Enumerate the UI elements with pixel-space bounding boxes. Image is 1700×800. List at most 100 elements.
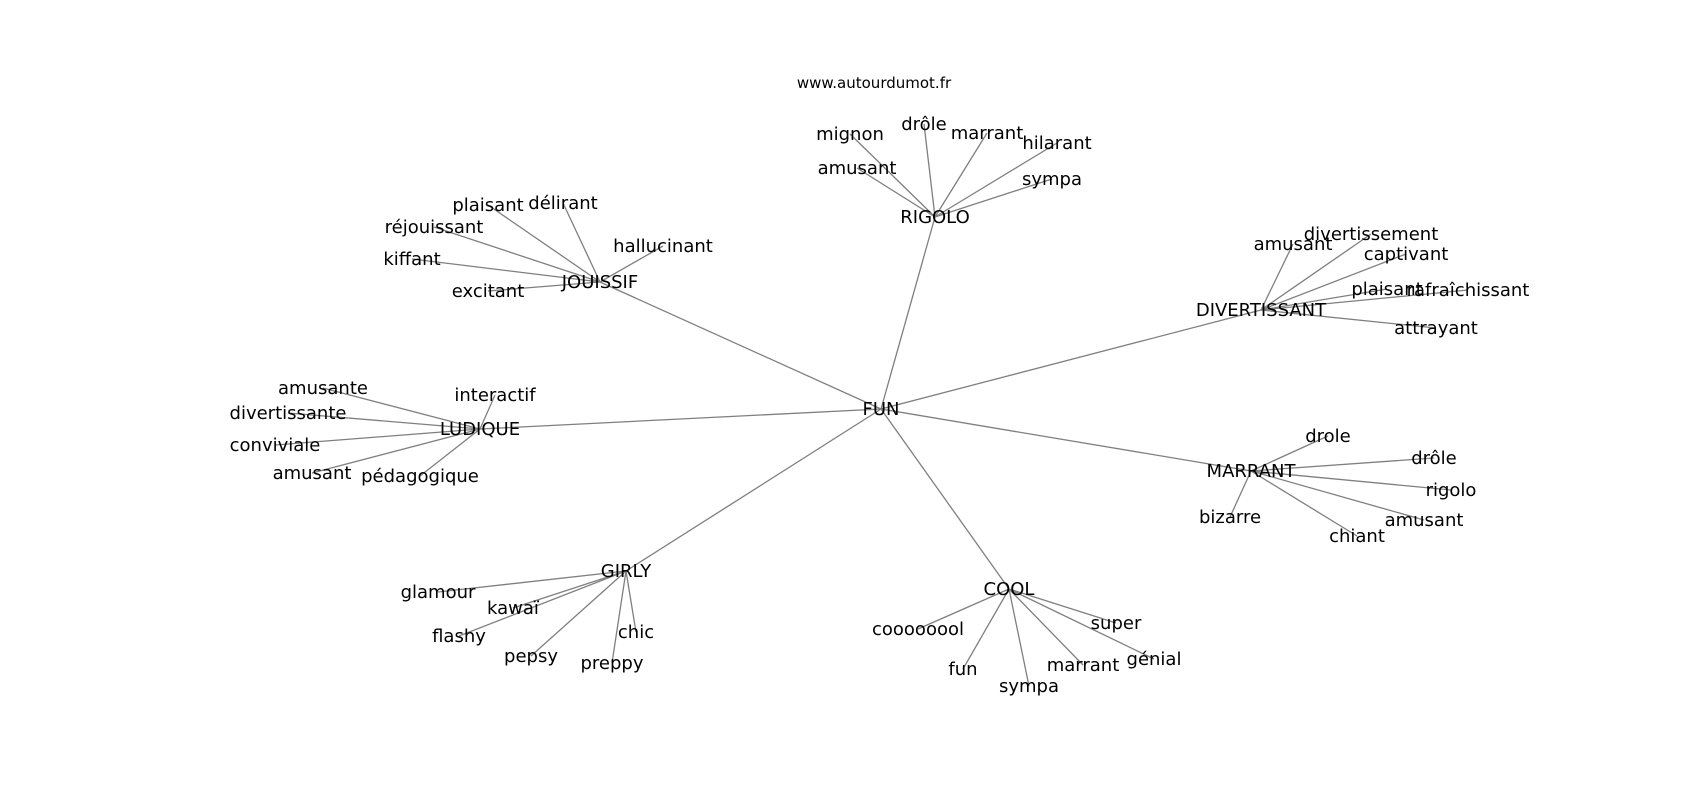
edge-rigolo-word xyxy=(856,167,936,218)
edge-divertissant-word xyxy=(1260,309,1437,329)
edge-jouissif-word xyxy=(599,245,664,283)
edge-divertissant-word xyxy=(1260,289,1469,311)
edge-marrant-word xyxy=(1250,457,1435,472)
edge-jouissif-word xyxy=(433,226,601,283)
word-label: plaisant xyxy=(1351,279,1422,300)
word-label: mignon xyxy=(816,124,884,145)
edge-girly-word xyxy=(611,570,627,664)
cluster-label-rigolo: RIGOLO xyxy=(900,207,970,228)
edge-marrant-word xyxy=(1250,470,1425,521)
word-label: pepsy xyxy=(504,646,558,667)
word-label: amusante xyxy=(278,378,368,399)
edge-jouissif-word xyxy=(487,204,601,283)
edge-cool-word xyxy=(1008,588,1117,624)
edge-rigolo-word xyxy=(934,178,1053,218)
word-label: bizarre xyxy=(1199,507,1261,528)
edge-center-ludique xyxy=(479,408,882,430)
word-label: conviviale xyxy=(230,435,321,456)
edge-girly-word xyxy=(530,570,627,657)
edge-cool-word xyxy=(1008,588,1084,666)
word-label: amusant xyxy=(1254,234,1333,255)
word-label: coooooool xyxy=(872,619,964,640)
word-label: drole xyxy=(1305,426,1351,447)
word-label: hilarant xyxy=(1022,133,1091,154)
edges-layer xyxy=(274,123,1469,687)
edge-center-divertissant xyxy=(880,309,1262,410)
edge-jouissif-word xyxy=(487,281,601,292)
word-label: kiffant xyxy=(383,249,440,270)
edge-girly-word xyxy=(458,570,627,637)
word-label: chic xyxy=(618,622,654,643)
word-label: réjouissant xyxy=(385,217,484,238)
word-label: kawaï xyxy=(487,598,540,619)
word-label: chiant xyxy=(1329,526,1385,547)
word-label: amusant xyxy=(818,158,897,179)
edge-jouissif-word xyxy=(411,258,601,283)
edge-marrant-word xyxy=(1229,470,1252,518)
edge-center-jouissif xyxy=(599,281,882,410)
edge-ludique-word xyxy=(287,412,481,430)
edge-jouissif-word xyxy=(562,202,601,283)
word-label: amusant xyxy=(273,463,352,484)
word-label: fun xyxy=(948,659,977,680)
word-label: interactif xyxy=(454,385,536,406)
word-label: divertissement xyxy=(1304,224,1439,245)
edge-marrant-word xyxy=(1250,470,1452,491)
cluster-label-ludique: LUDIQUE xyxy=(440,419,520,440)
word-label: attrayant xyxy=(1394,318,1478,339)
edge-rigolo-word xyxy=(934,132,988,218)
word-label: marrant xyxy=(951,123,1024,144)
word-label: super xyxy=(1091,613,1142,634)
edge-marrant-word xyxy=(1250,470,1358,537)
edge-girly-word xyxy=(512,570,627,609)
word-label: délirant xyxy=(528,193,597,214)
cluster-label-marrant: MARRANT xyxy=(1207,461,1297,482)
edge-cool-word xyxy=(1008,588,1155,660)
edge-rigolo-word xyxy=(923,123,936,218)
edge-divertissant-word xyxy=(1260,253,1407,311)
word-label: flashy xyxy=(432,626,486,647)
edge-ludique-word xyxy=(274,428,481,446)
word-label: sympa xyxy=(1022,169,1082,190)
edge-rigolo-word xyxy=(849,133,936,218)
word-label: preppy xyxy=(580,653,643,674)
word-label: sympa xyxy=(999,676,1059,697)
edge-girly-word xyxy=(625,570,637,633)
edge-cool-word xyxy=(1008,588,1030,687)
edge-divertissant-word xyxy=(1260,233,1372,311)
word-label: pédagogique xyxy=(361,466,479,487)
edge-marrant-word xyxy=(1250,435,1329,472)
word-label: glamour xyxy=(401,582,476,603)
word-label: hallucinant xyxy=(613,236,713,257)
word-label: drôle xyxy=(1411,448,1457,469)
word-label: drôle xyxy=(901,114,947,135)
word-label: génial xyxy=(1127,649,1182,670)
edge-ludique-word xyxy=(479,394,496,430)
word-label: excitant xyxy=(452,281,525,302)
cluster-label-girly: GIRLY xyxy=(601,561,652,582)
edge-rigolo-word xyxy=(934,142,1058,218)
edge-ludique-word xyxy=(419,428,481,477)
edge-center-marrant xyxy=(880,408,1252,472)
edge-center-girly xyxy=(625,408,882,572)
cluster-label-jouissif: JOUISSIF xyxy=(561,272,638,293)
edge-ludique-word xyxy=(322,387,481,430)
edge-ludique-word xyxy=(311,428,481,474)
word-label: rigolo xyxy=(1426,480,1477,501)
word-label: rafraîchissant xyxy=(1407,280,1530,301)
word-label: marrant xyxy=(1047,655,1120,676)
word-label: amusant xyxy=(1385,510,1464,531)
cluster-label-cool: COOL xyxy=(984,579,1035,600)
word-label: captivant xyxy=(1364,244,1449,265)
edge-girly-word xyxy=(437,570,627,593)
edge-center-rigolo xyxy=(880,216,936,410)
edge-divertissant-word xyxy=(1260,243,1294,311)
center-label: FUN xyxy=(863,399,900,420)
edge-center-cool xyxy=(880,408,1010,590)
source-label: www.autourdumot.fr xyxy=(797,74,952,92)
cluster-label-divertissant: DIVERTISSANT xyxy=(1196,300,1327,321)
edge-cool-word xyxy=(917,588,1010,630)
edge-divertissant-word xyxy=(1260,288,1388,311)
